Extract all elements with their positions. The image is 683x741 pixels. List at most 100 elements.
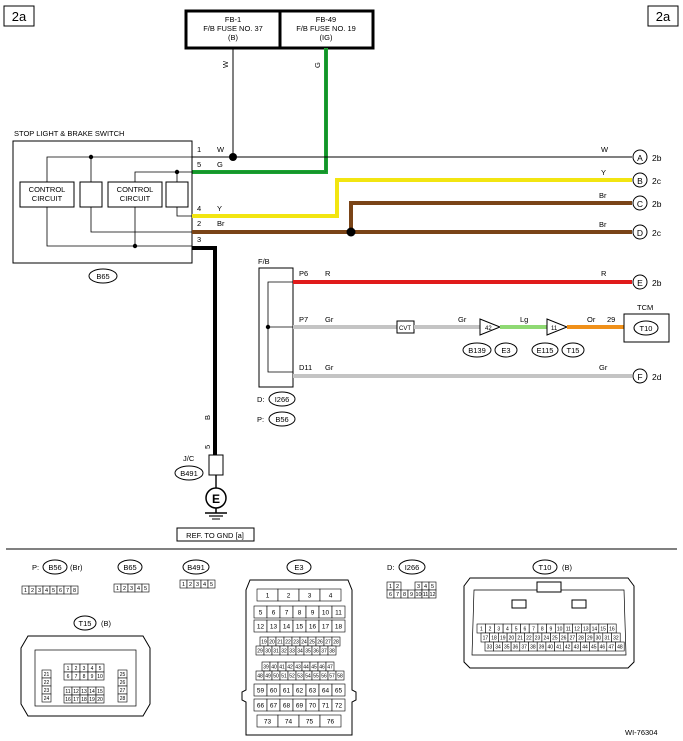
pin-number: 58 (337, 673, 343, 679)
pin-number: 6 (67, 674, 70, 680)
output-c-wire: Br (599, 191, 607, 200)
pin-number: 3 (308, 592, 312, 599)
pin-number: 14 (283, 623, 291, 630)
wire-fuse-g (192, 48, 328, 174)
switch-title: STOP LIGHT & BRAKE SWITCH (14, 129, 124, 138)
t15-suffix: (B) (101, 619, 112, 628)
p7-pin42: 42 (485, 326, 492, 332)
pin-number: 61 (283, 687, 291, 694)
tcm-id: T10 (640, 324, 653, 333)
output-a-ref: 2b (652, 153, 662, 163)
pin-number: 45 (591, 644, 597, 650)
pin-number: 8 (83, 674, 86, 680)
fb-conn-d-oval (268, 391, 296, 407)
pin-4-color: Y (217, 204, 222, 213)
pin-number: 27 (570, 635, 576, 641)
pin-number: 1 (266, 592, 270, 599)
control-circuit-1 (19, 181, 75, 208)
output-a: W A 2b (601, 145, 662, 165)
pin-2-color: Br (217, 219, 225, 228)
pin-cell (331, 698, 346, 712)
pin-3-num: 3 (197, 235, 201, 244)
pin-number: 1 (116, 586, 119, 592)
t10-key-left (511, 599, 527, 609)
fb-p7-pin: P7 (299, 315, 308, 324)
fb-node (265, 324, 271, 330)
wire-ground (192, 246, 217, 455)
switch-node-1 (88, 154, 94, 160)
pin-number: 6 (523, 626, 526, 632)
pin-cell (207, 579, 216, 589)
pin-number: 13 (81, 689, 87, 695)
pin-number: 38 (530, 644, 536, 650)
pin-number: 31 (273, 648, 279, 654)
output-d-wire: Br (599, 220, 607, 229)
p7-pin11: 11 (551, 326, 558, 332)
tag-t15-oval (561, 342, 585, 358)
output-d: Br D 2c (599, 220, 662, 240)
cc1-line2: CIRCUIT (32, 194, 63, 203)
pin-number: 25 (309, 639, 315, 645)
pin-number: 5 (515, 626, 518, 632)
pin-number: 52 (289, 673, 295, 679)
pin-number: 16 (65, 697, 71, 703)
pin-number: 12 (429, 592, 435, 598)
pin-number: 47 (608, 644, 614, 650)
p7-wire2: Gr (458, 315, 467, 324)
pin-number: 2 (189, 582, 192, 588)
pin-number: 19 (500, 635, 506, 641)
fuse-wire-g-label: G (313, 62, 322, 68)
pin-number: 57 (329, 673, 335, 679)
pin-number: 63 (309, 687, 317, 694)
pin-number: 8 (298, 609, 302, 616)
e3-housing (241, 579, 357, 736)
ground-symbol: E (212, 492, 220, 506)
pin-number: 6 (389, 592, 392, 598)
pin-number: 46 (600, 644, 606, 650)
pin-number: 68 (283, 702, 291, 709)
fuse-fb1-line2: F/B FUSE NO. 37 (203, 24, 263, 33)
pin-number: 5 (144, 586, 147, 592)
pin-number: 13 (583, 626, 589, 632)
pin-number: 10 (557, 626, 563, 632)
pin-number: 9 (91, 674, 94, 680)
ground-ref: REF. TO GND [a] (186, 531, 244, 540)
pin-number: 2 (396, 584, 399, 590)
pin-number: 64 (322, 687, 330, 694)
pin-number: 20 (269, 639, 275, 645)
pin-number: 16 (609, 626, 615, 632)
connector-11-arrow (546, 318, 569, 336)
output-c: Br C 2b (599, 191, 662, 211)
pin-number: 42 (287, 664, 293, 670)
pin-number: 19 (261, 639, 267, 645)
pin-number: 23 (44, 688, 50, 694)
ground-pin: 5 (203, 445, 212, 449)
pin-cell (335, 670, 345, 681)
t10-suffix: (B) (562, 563, 573, 572)
pin-number: 11 (566, 626, 571, 632)
pin-number: 41 (556, 644, 562, 650)
p7-wire3: Lg (520, 315, 528, 324)
pin-5-num: 5 (197, 160, 201, 169)
pin-number: 26 (120, 680, 126, 686)
node-w (229, 153, 237, 161)
b491-id: B491 (187, 563, 205, 572)
pin-number: 23 (535, 635, 541, 641)
pin-number: 67 (270, 702, 278, 709)
pin-number: 1 (389, 584, 392, 590)
pin-number: 30 (596, 635, 602, 641)
tag-e3-oval (494, 342, 518, 358)
fb-conn-p-oval (268, 411, 296, 427)
pin-2-num: 2 (197, 219, 201, 228)
pin-number: 9 (410, 592, 413, 598)
pin-number: 28 (333, 639, 339, 645)
pin-number: 20 (509, 635, 515, 641)
pin-number: 4 (91, 666, 94, 672)
pin-number: 44 (582, 644, 588, 650)
pin-number: 14 (89, 689, 95, 695)
pin-number: 15 (296, 623, 304, 630)
